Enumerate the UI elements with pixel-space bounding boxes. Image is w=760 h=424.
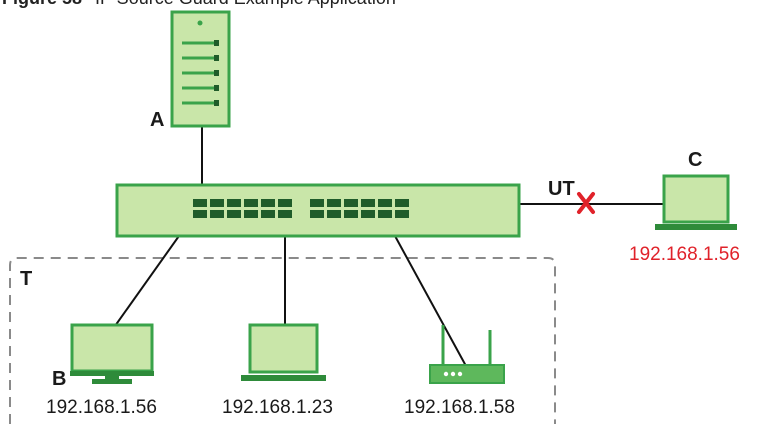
server-bay-leds: [214, 40, 219, 106]
laptop-c-label: C: [688, 149, 702, 171]
caption-text: IP Source Guard Example Application: [95, 0, 396, 8]
server-a: [170, 10, 231, 128]
link-switch-access-point: [382, 213, 467, 367]
untrusted-port-label: UT: [548, 178, 575, 200]
server-label: A: [150, 109, 164, 131]
server-drive-bays: [182, 41, 214, 105]
trusted-group-label: T: [20, 268, 32, 290]
laptop-c-icon: [655, 174, 737, 230]
monitor-b-ip: 192.168.1.56: [46, 397, 157, 418]
laptop-center-icon: [241, 323, 326, 381]
access-point-icon: [429, 325, 505, 384]
access-point-ip: 192.168.1.58: [404, 397, 515, 418]
blocked-x-icon: [577, 192, 595, 214]
figure-caption: Figure 58 IP Source Guard Example Applic…: [2, 0, 396, 8]
trusted-zone-border: [9, 257, 556, 424]
switch-ports: [193, 199, 409, 218]
switch: [115, 183, 521, 238]
monitor-b-icon: [70, 323, 154, 384]
computer-b-label: B: [52, 368, 66, 390]
connection-lines: [114, 125, 668, 367]
server-power-light: [197, 20, 203, 26]
laptop-center-ip: 192.168.1.23: [222, 397, 333, 418]
caption-prefix: Figure 58: [2, 0, 82, 8]
laptop-c-ip: 192.168.1.56: [629, 244, 740, 265]
server-body: [170, 10, 231, 128]
